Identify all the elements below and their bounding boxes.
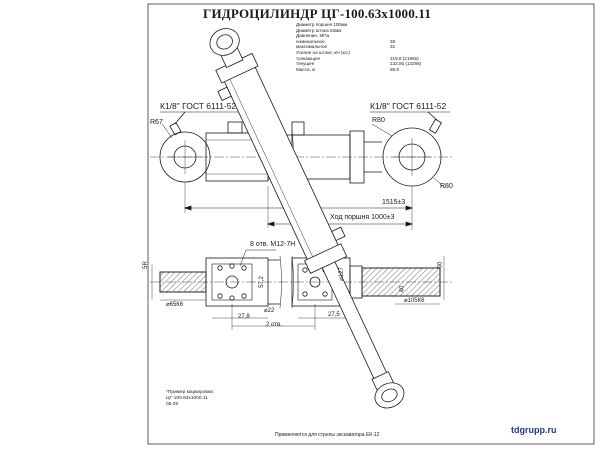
note-line: 05.09 — [166, 402, 179, 407]
left-rod-end — [159, 271, 207, 293]
brand-watermark: tdgrupp.ru — [511, 425, 557, 435]
dim-57: 57,2 — [258, 276, 265, 288]
spec-label: Масса, кг — [296, 66, 316, 72]
spec-label: тянущее — [296, 61, 315, 67]
spec-row: Усилие на штоке, кН (кгс) — [296, 50, 421, 56]
holes-label: 8 отв. М12-7Н — [250, 241, 296, 248]
dim-diameter-right: ⌀105К6 — [404, 298, 425, 304]
spec-value: 132,85 (13286) — [390, 61, 422, 67]
dim-2-holes: 2 отв. — [266, 322, 282, 328]
spec-label: максимальное — [296, 44, 328, 50]
spec-header-line: Диаметр штока 63мм — [296, 27, 342, 33]
note-line: *Пример маркировки: — [166, 390, 215, 395]
dim-60: 60 — [437, 261, 444, 269]
spec-row: максимальное 32 — [296, 44, 421, 50]
spec-value: 86.8 — [390, 66, 399, 72]
right-rod-end — [361, 267, 441, 297]
radius-r80-side: R80 — [440, 183, 453, 190]
cylinder-barrel — [220, 58, 343, 269]
dim-diameter-left: ⌀65К6 — [166, 302, 184, 308]
thread-label-right: К1/8" ГОСТ 6111-52 — [370, 101, 447, 111]
spec-value: 28 — [390, 38, 396, 44]
spec-value: 219,8 (21965) — [390, 55, 419, 61]
spec-header-line: Диаметр поршня 100мм — [296, 22, 348, 27]
spec-label: номинальное — [296, 38, 325, 44]
thread-label-left: К1/8" ГОСТ 6111-52 — [160, 101, 237, 111]
drawing-frame — [147, 3, 595, 445]
spec-row: Масса, кг 86.8 — [296, 67, 421, 73]
spec-label: толкающее — [296, 55, 321, 61]
dim-275: 27,5 — [328, 312, 340, 318]
note-line: ЦГ-100.63х1000.11 — [166, 396, 208, 401]
radius-r80-top: R80 — [372, 117, 385, 124]
dim-5r: 5R — [142, 261, 149, 269]
spec-row: тянущее 132,85 (13286) — [296, 61, 421, 67]
drawing-title: ГИДРОЦИЛИНДР ЦГ-100.63х1000.11 — [203, 6, 432, 21]
right-head — [349, 130, 365, 184]
right-port — [428, 118, 443, 134]
dim-22: ⌀22 — [264, 308, 275, 314]
spec-header-line: Давление, МПа — [296, 33, 330, 39]
section-view — [150, 249, 452, 330]
application-footer: Применяются для стрелы экскаватора ЕК-12 — [275, 432, 380, 438]
specs-block: Диаметр поршня 100мм Диаметр штока 63мм … — [296, 22, 421, 72]
cylinder-3d — [209, 28, 405, 409]
dim-127: ⌀127 — [338, 267, 345, 281]
left-flange — [205, 257, 269, 307]
left-port — [169, 122, 182, 136]
spec-row: толкающее 219,8 (21965) — [296, 56, 421, 62]
dim-278: 27,8 — [238, 314, 250, 320]
spec-label: Усилие на штоке, кН (кгс) — [296, 49, 350, 55]
spec-row: номинальное 28 — [296, 39, 421, 45]
spec-value: 32 — [390, 44, 396, 50]
dim-40: 40 — [399, 285, 406, 293]
radius-r67: R67 — [150, 119, 163, 126]
marking-note: *Пример маркировки: ЦГ-100.63х1000.11 05… — [166, 390, 214, 408]
overall-length-dim: 1515±3 — [382, 199, 406, 206]
stroke-dim: Ход поршня 1000±3 — [330, 214, 395, 221]
